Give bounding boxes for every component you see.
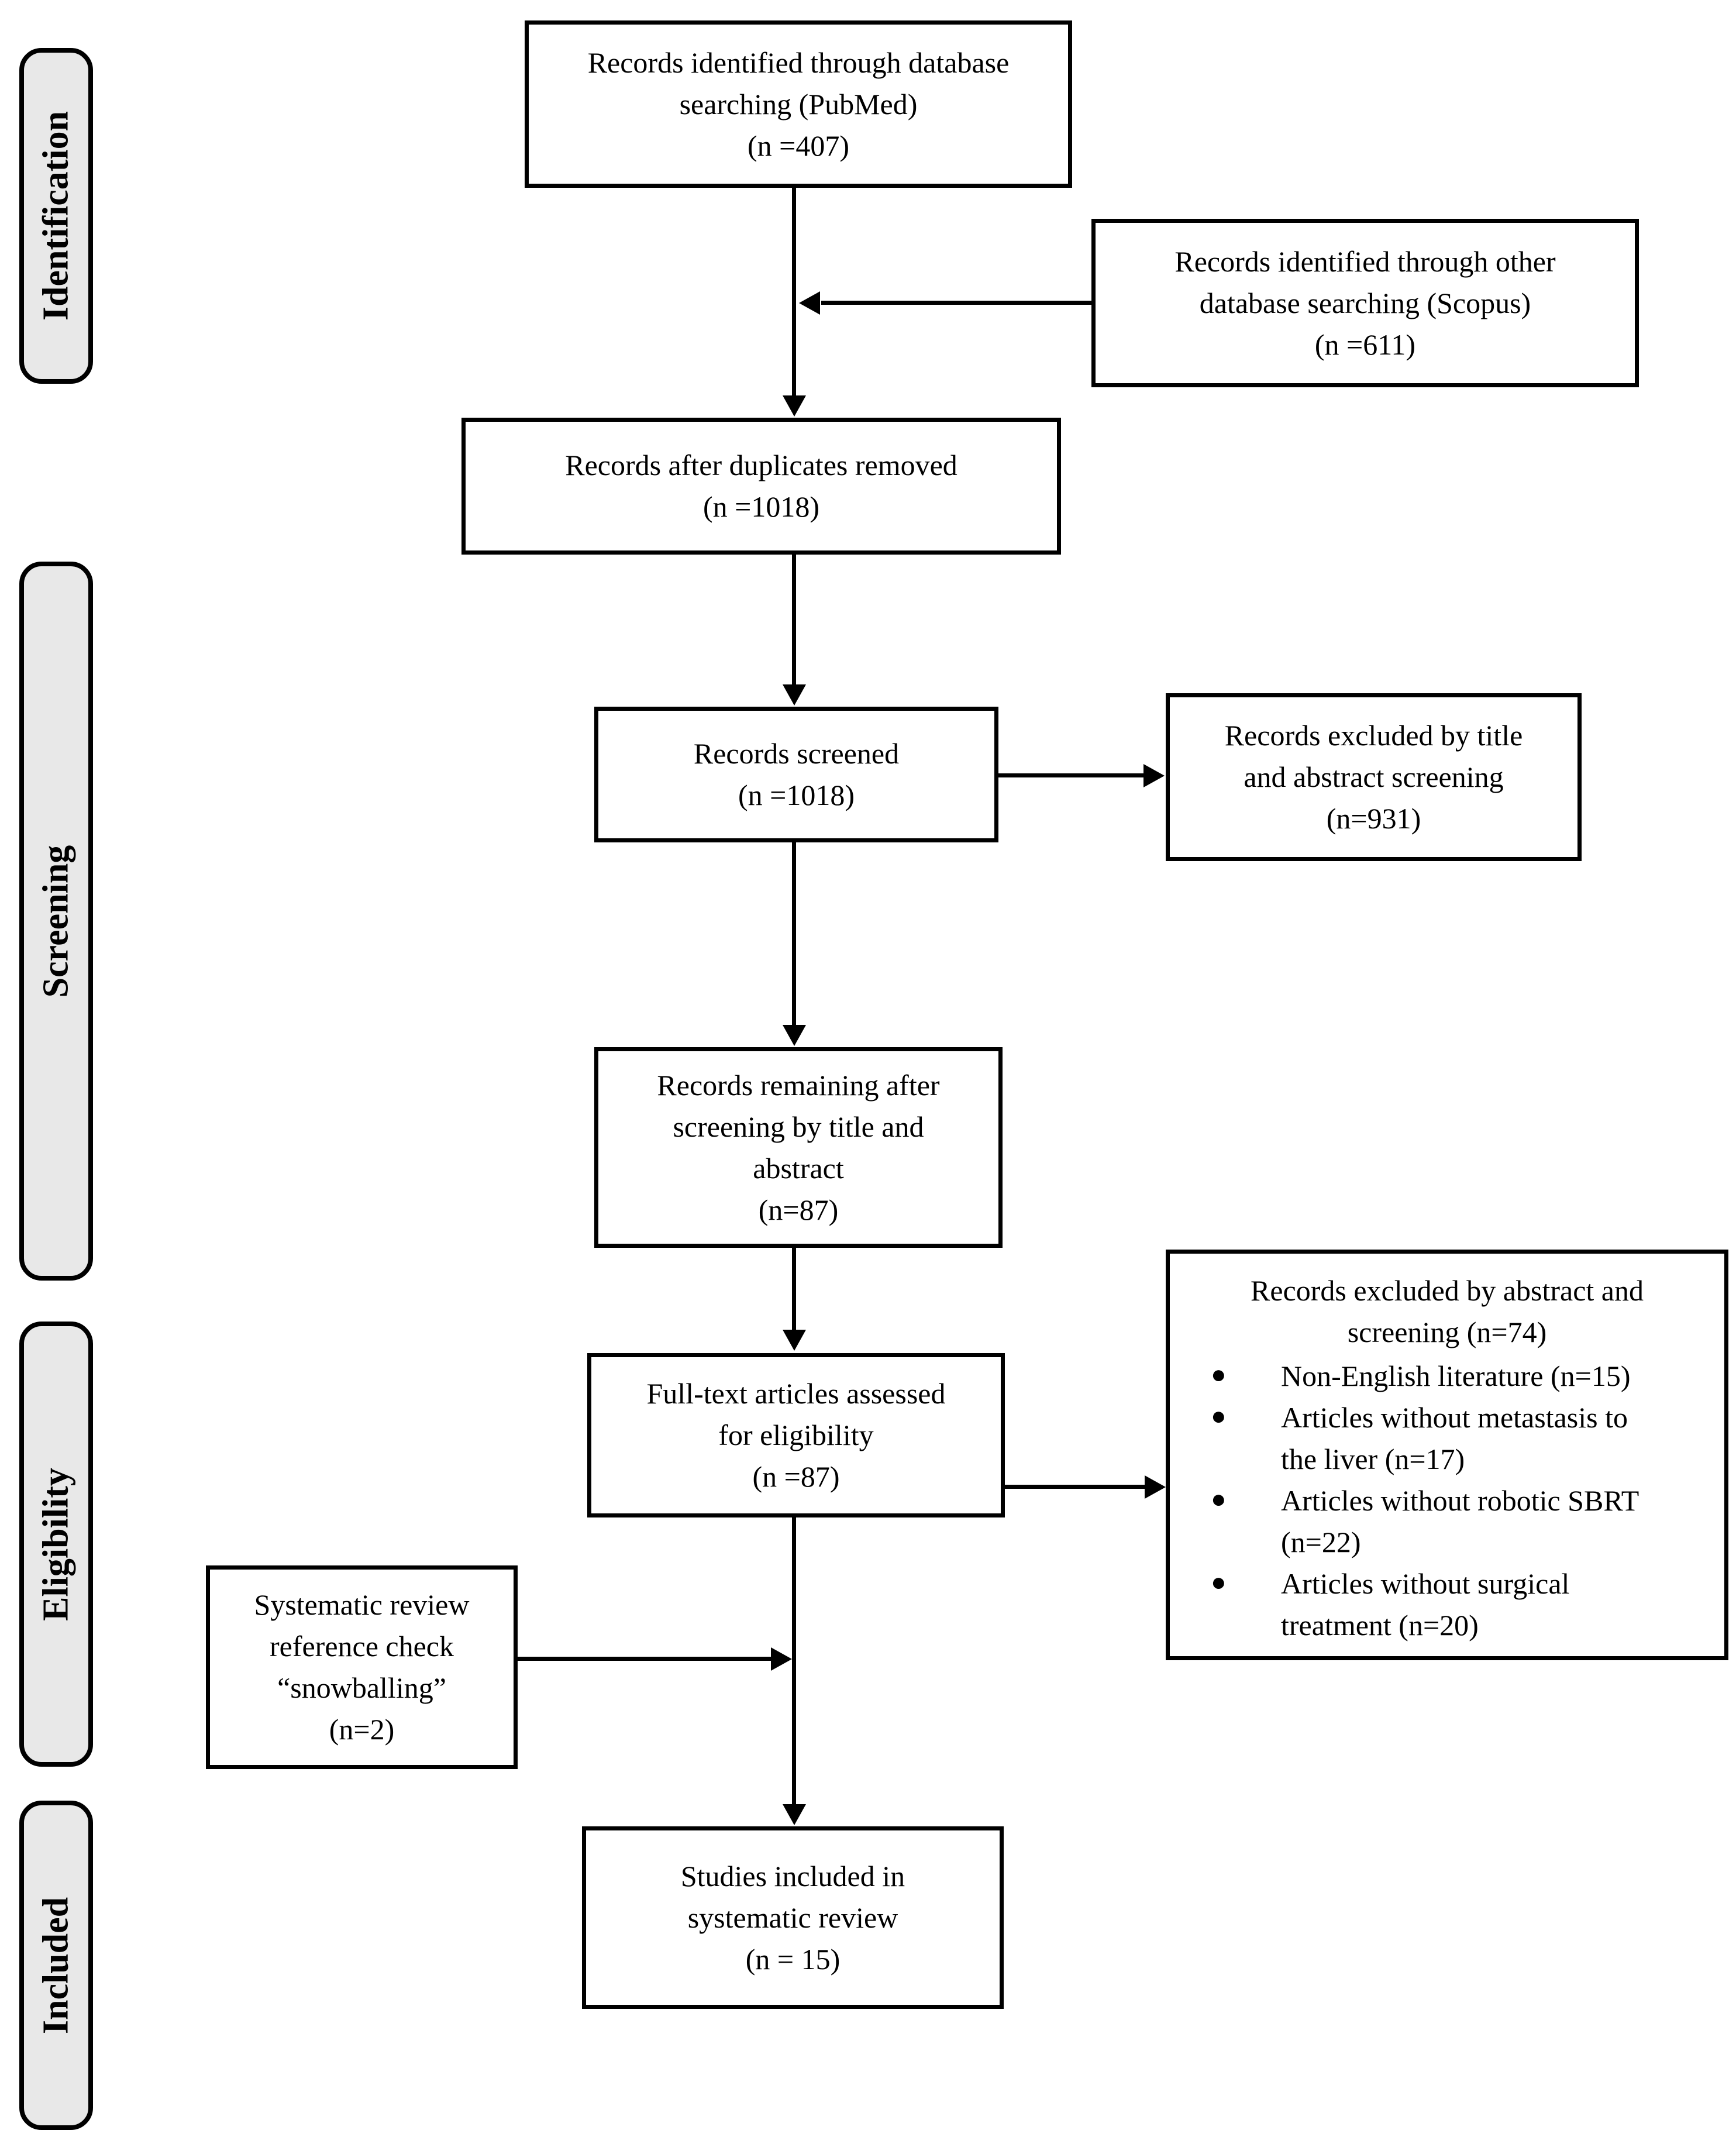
arrowhead-down-icon xyxy=(783,395,806,417)
list-item-text: Articles without robotic SBRT (n=22) xyxy=(1281,1484,1639,1558)
arrowhead-right-icon xyxy=(771,1647,792,1671)
stage-identification: Identification xyxy=(19,48,93,384)
arrowhead-down-icon xyxy=(783,1330,806,1351)
stage-eligibility: Eligibility xyxy=(19,1322,93,1767)
list-item-text: Articles without surgical treatment (n=2… xyxy=(1281,1567,1570,1642)
bullet-icon: ● xyxy=(1211,1360,1227,1389)
excluded-fulltext-list: ● Non-English literature (n=15) ● Articl… xyxy=(1187,1355,1707,1646)
box-records-remaining-text: Records remaining after screening by tit… xyxy=(657,1068,940,1226)
box-snowballing: Systematic review reference check “snowb… xyxy=(206,1565,518,1769)
box-records-screened-text: Records screened (n =1018) xyxy=(693,737,900,811)
box-records-identified-pubmed-text: Records identified through database sear… xyxy=(587,46,1010,162)
list-item-text: Articles without metastasis to the liver… xyxy=(1281,1401,1628,1475)
box-included-studies: Studies included in systematic review (n… xyxy=(582,1826,1004,2009)
arrow-line xyxy=(792,842,796,1026)
arrow-line xyxy=(792,1517,796,1805)
box-fulltext-assessed: Full-text articles assessed for eligibil… xyxy=(587,1353,1005,1517)
box-included-studies-text: Studies included in systematic review (n… xyxy=(680,1859,905,1976)
arrowhead-left-icon xyxy=(799,291,820,315)
arrowhead-down-icon xyxy=(783,684,806,706)
arrow-line xyxy=(1005,1485,1145,1489)
arrow-line xyxy=(792,188,796,397)
box-records-identified-scopus-text: Records identified through other databas… xyxy=(1174,245,1556,361)
box-duplicates-removed: Records after duplicates removed (n =101… xyxy=(461,418,1061,555)
list-item: ● Non-English literature (n=15) xyxy=(1211,1355,1707,1397)
stage-included: Included xyxy=(19,1801,93,2130)
box-records-screened: Records screened (n =1018) xyxy=(594,707,998,842)
bullet-icon: ● xyxy=(1211,1402,1227,1430)
arrow-line xyxy=(792,555,796,686)
stage-identification-label: Identification xyxy=(36,111,76,321)
box-duplicates-removed-text: Records after duplicates removed (n =101… xyxy=(565,449,957,523)
arrowhead-down-icon xyxy=(783,1804,806,1825)
box-excluded-fulltext: Records excluded by abstract and screeni… xyxy=(1166,1250,1728,1660)
arrow-line xyxy=(821,301,1091,305)
arrowhead-down-icon xyxy=(783,1025,806,1046)
box-excluded-title-abstract-text: Records excluded by title and abstract s… xyxy=(1224,719,1523,835)
bullet-icon: ● xyxy=(1211,1568,1227,1596)
arrow-line xyxy=(518,1657,771,1661)
box-records-identified-scopus: Records identified through other databas… xyxy=(1091,219,1639,387)
box-excluded-fulltext-title: Records excluded by abstract and screeni… xyxy=(1251,1274,1644,1348)
box-fulltext-assessed-text: Full-text articles assessed for eligibil… xyxy=(646,1377,946,1493)
stage-eligibility-label: Eligibility xyxy=(36,1467,76,1621)
list-item-text: Non-English literature (n=15) xyxy=(1281,1360,1631,1392)
arrow-line xyxy=(998,773,1143,777)
box-records-identified-pubmed: Records identified through database sear… xyxy=(525,20,1072,188)
list-item: ● Articles without surgical treatment (n… xyxy=(1211,1563,1707,1646)
stage-screening-label: Screening xyxy=(36,845,76,997)
box-snowballing-text: Systematic review reference check “snowb… xyxy=(254,1588,470,1746)
stage-included-label: Included xyxy=(36,1897,76,2034)
box-excluded-title-abstract: Records excluded by title and abstract s… xyxy=(1166,693,1582,861)
list-item: ● Articles without metastasis to the liv… xyxy=(1211,1397,1707,1480)
list-item: ● Articles without robotic SBRT (n=22) xyxy=(1211,1480,1707,1563)
arrowhead-right-icon xyxy=(1145,1475,1166,1499)
box-records-remaining: Records remaining after screening by tit… xyxy=(594,1047,1003,1248)
arrow-line xyxy=(792,1248,796,1331)
bullet-icon: ● xyxy=(1211,1485,1227,1513)
arrowhead-right-icon xyxy=(1143,764,1165,787)
stage-screening: Screening xyxy=(19,562,93,1281)
